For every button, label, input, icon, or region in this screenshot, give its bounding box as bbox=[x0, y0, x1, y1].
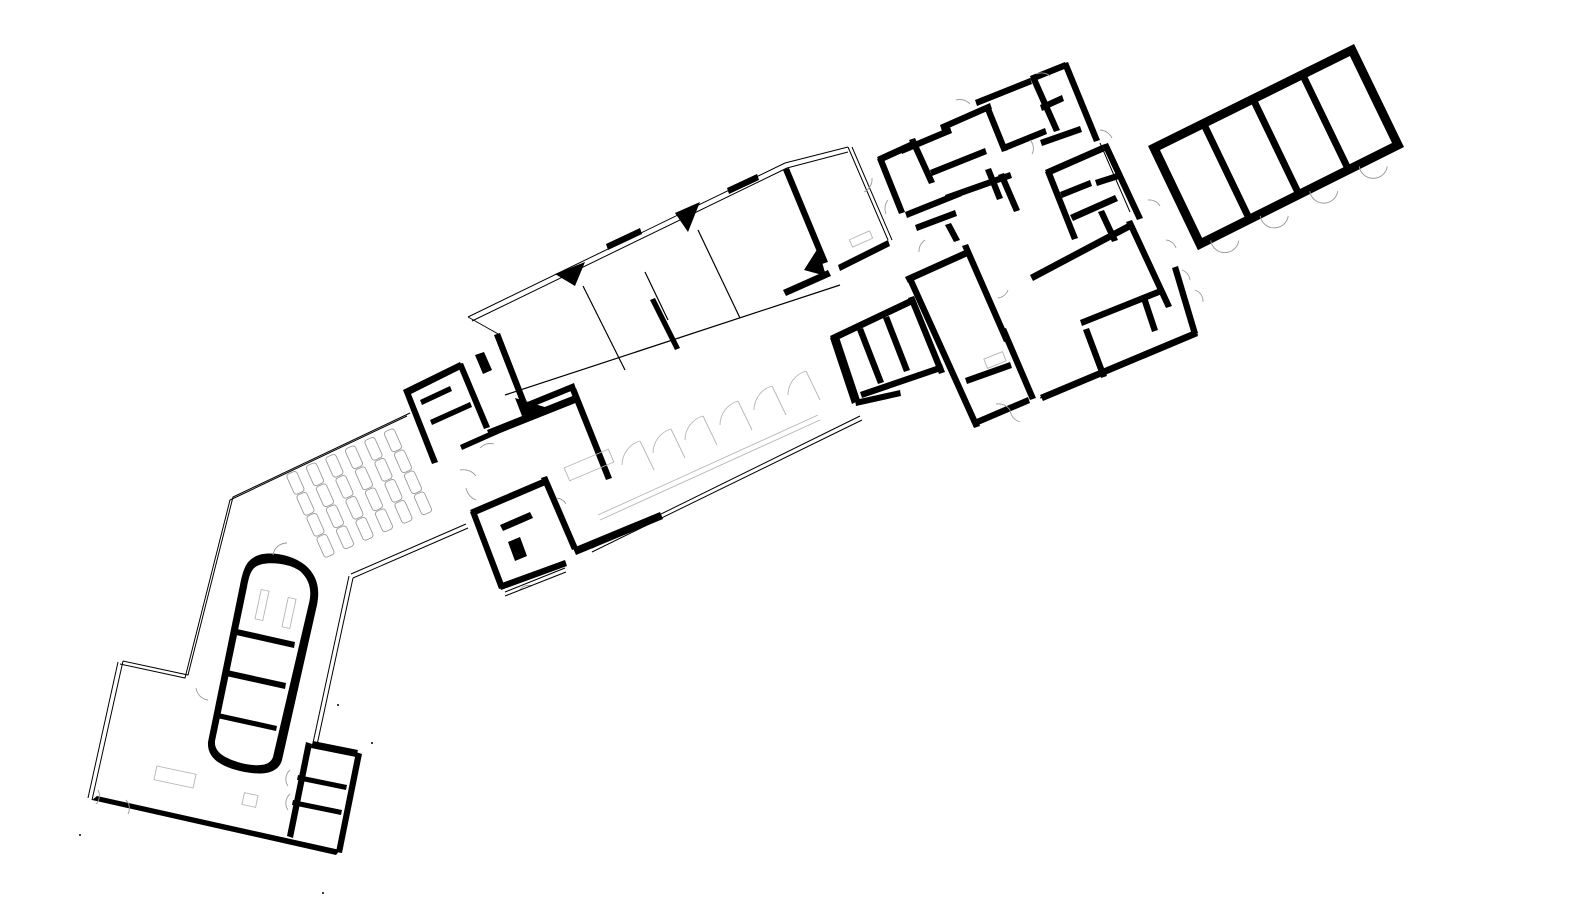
parking-stall bbox=[364, 437, 383, 461]
garage bbox=[1148, 43, 1404, 254]
parking-stall bbox=[335, 525, 354, 550]
parking-area bbox=[286, 428, 432, 558]
parking-stall bbox=[315, 483, 334, 508]
garage-bay-divider bbox=[1249, 97, 1303, 197]
southwest-wing bbox=[87, 412, 469, 855]
garage-door-swing bbox=[1358, 166, 1388, 179]
parking-stall bbox=[393, 449, 412, 474]
parking-stall bbox=[374, 508, 393, 533]
garage-outline bbox=[1148, 43, 1404, 251]
parking-stall bbox=[364, 487, 383, 512]
garage-door-swing bbox=[1210, 240, 1240, 254]
parking-stall bbox=[354, 466, 373, 491]
parking-stall bbox=[413, 491, 432, 516]
parking-stall bbox=[305, 462, 324, 487]
parking-stall bbox=[316, 534, 335, 558]
parking-stall bbox=[335, 475, 354, 499]
parking-stall bbox=[383, 428, 402, 453]
parking-stall bbox=[306, 513, 325, 537]
parking-stall bbox=[384, 479, 403, 503]
parking-stall bbox=[355, 517, 374, 541]
parking-stall bbox=[345, 496, 364, 520]
parking-stall bbox=[325, 454, 344, 478]
garage-bay-divider bbox=[1200, 121, 1253, 221]
parking-stall bbox=[344, 445, 363, 470]
garage-door-swing bbox=[1309, 191, 1339, 204]
parking-stall bbox=[394, 500, 413, 524]
east-rooms bbox=[830, 62, 1204, 428]
garage-bay-divider bbox=[1299, 72, 1352, 172]
garage-door-swing bbox=[1259, 215, 1289, 229]
entry-block bbox=[403, 352, 578, 597]
parking-stall bbox=[403, 470, 422, 495]
parking-stall bbox=[286, 471, 305, 495]
parking-stall bbox=[296, 492, 315, 516]
main-hall bbox=[487, 284, 901, 555]
large-hall bbox=[467, 146, 893, 416]
parking-stall bbox=[325, 504, 344, 529]
parking-stall bbox=[374, 458, 393, 482]
